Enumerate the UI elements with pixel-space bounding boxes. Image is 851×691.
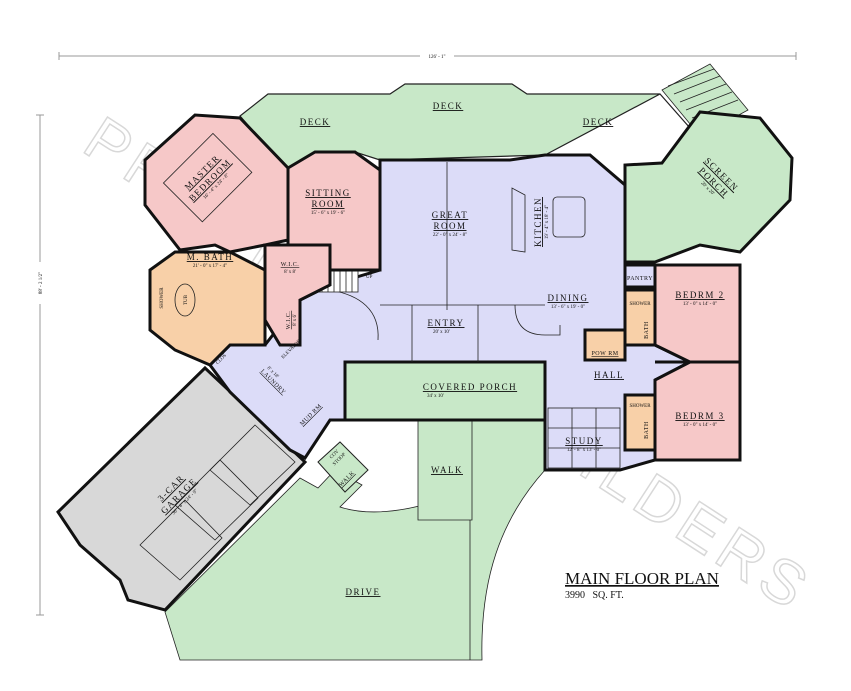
label-sitting-room: SITTING ROOM 15' - 6" x 19' - 6": [305, 188, 351, 216]
label-wic-1: W.I.C. 8' x 8': [281, 262, 300, 275]
svg-text:COV: COV: [329, 449, 340, 460]
label-tub: TUB: [184, 294, 189, 305]
svg-text:BEDRM 3: BEDRM 3: [675, 411, 724, 421]
label-bedroom-3: BEDRM 3 13' - 0" x 14' - 0": [675, 411, 724, 428]
garage-area: [56, 365, 308, 612]
master-bath-area: [148, 250, 267, 367]
svg-text:SITTING: SITTING: [305, 188, 351, 198]
svg-text:12' - 8" x 13' - 0": 12' - 8" x 13' - 0": [567, 448, 601, 453]
label-master-shower: SHOWER: [160, 287, 165, 309]
label-covered-porch: COVERED PORCH 34' x 10': [423, 382, 517, 399]
wic-area: [263, 243, 332, 347]
bath-3-area: [623, 393, 657, 452]
label-pantry: PANTRY: [627, 276, 653, 282]
svg-text:13' - 0" x 14' - 0": 13' - 0" x 14' - 0": [683, 302, 717, 307]
garage-parking-bays: [139, 424, 296, 581]
width-dimension-label: 126' - 1": [428, 55, 445, 60]
svg-text:M. BATH: M. BATH: [187, 252, 234, 262]
label-bath-3: BATH: [644, 421, 650, 439]
label-kitchen: KITCHEN 19' - 4" x 18' - 4": [533, 197, 550, 247]
svg-text:GREAT: GREAT: [432, 210, 469, 220]
svg-text:ROOM: ROOM: [311, 199, 344, 209]
svg-text:34' x 10': 34' x 10': [427, 394, 444, 399]
svg-text:DINING: DINING: [548, 293, 589, 303]
svg-text:21' - 0" x 17' - 4": 21' - 0" x 17' - 4": [193, 264, 227, 269]
svg-text:W.I.C.: W.I.C.: [281, 262, 300, 268]
label-bedroom-2: BEDRM 2 13' - 0" x 14' - 0": [675, 290, 724, 307]
stoop-area: [317, 441, 369, 493]
tub-icon: [174, 283, 196, 317]
label-drive: DRIVE: [346, 587, 381, 597]
dimension-depth: 88' - 2 1/2": [35, 114, 45, 616]
great-room-beams: [329, 162, 621, 469]
svg-text:19' - 4" x 18' - 4": 19' - 4" x 18' - 4": [545, 205, 550, 239]
svg-text:22' - 0" x 24' - 8": 22' - 0" x 24' - 8": [433, 233, 467, 238]
label-deck-center: DECK: [433, 101, 464, 111]
svg-text:20' x 10': 20' x 10': [433, 330, 450, 335]
square-footage: 3990 SQ. FT.: [565, 590, 624, 601]
bath-2-area: [623, 288, 657, 347]
svg-text:ENTRY: ENTRY: [427, 318, 464, 328]
pantry-area: [623, 263, 657, 289]
svg-text:ROOM: ROOM: [433, 221, 466, 231]
label-deck-left: DECK: [300, 117, 331, 127]
powder-room-area: [583, 328, 627, 362]
svg-text:13' - 6" x 19' - 0": 13' - 6" x 19' - 0": [551, 305, 585, 310]
label-wic-2: W.I.C. 8' x 6': [286, 311, 298, 330]
label-entry: ENTRY 20' x 10': [427, 318, 464, 335]
svg-text:STUDY: STUDY: [565, 436, 603, 446]
svg-text:13' - 0" x 14' - 0": 13' - 0" x 14' - 0": [683, 423, 717, 428]
plan-title: MAIN FLOOR PLAN: [565, 569, 719, 588]
label-hall: HALL: [594, 370, 624, 380]
svg-text:BEDRM 2: BEDRM 2: [675, 290, 724, 300]
label-bath-2: BATH: [644, 321, 650, 339]
depth-dimension-label: 88' - 2 1/2": [39, 272, 44, 294]
label-walk-front: WALK: [431, 465, 463, 475]
label-bath-3-shower: SHOWER: [629, 404, 651, 409]
label-dining: DINING 13' - 6" x 19' - 0": [548, 293, 589, 310]
svg-text:8' x 8': 8' x 8': [284, 270, 296, 275]
dimension-width: 126' - 1": [58, 51, 797, 60]
svg-text:15' - 6" x 19' - 6": 15' - 6" x 19' - 6": [311, 211, 345, 216]
svg-text:8' x 6': 8' x 6': [293, 314, 298, 326]
label-study: STUDY 12' - 8" x 13' - 0": [565, 436, 603, 453]
svg-text:COVERED PORCH: COVERED PORCH: [423, 382, 517, 392]
svg-text:W.I.C.: W.I.C.: [286, 311, 292, 330]
tray-ceiling: [162, 132, 253, 223]
svg-text:KITCHEN: KITCHEN: [533, 197, 543, 247]
label-deck-right: DECK: [583, 117, 614, 127]
stairs-up-label: UP: [366, 275, 373, 280]
label-great-room: GREAT ROOM 22' - 0" x 24' - 8": [432, 210, 469, 238]
label-master-bath: M. BATH 21' - 0" x 17' - 4": [187, 252, 234, 269]
label-bath-2-shower: SHOWER: [629, 302, 651, 307]
label-powder-room: POW RM: [591, 351, 618, 357]
